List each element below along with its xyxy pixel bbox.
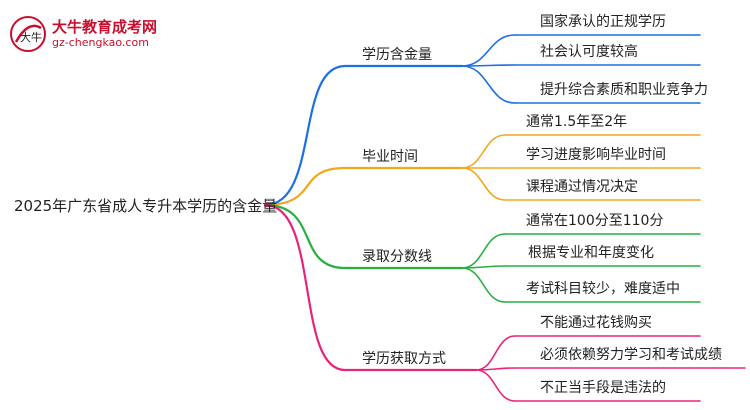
svg-text:大牛: 大牛: [20, 30, 42, 44]
logo-title: 大牛教育成考网: [52, 18, 158, 36]
leaf-label: 不正当手段是违法的: [540, 380, 666, 396]
leaf-connector: [461, 134, 506, 169]
leaf-connector: [461, 34, 516, 67]
branch-label: 录取分数线: [362, 249, 432, 265]
leaf-connector: [461, 65, 516, 104]
leaf-label: 国家承认的正规学历: [540, 14, 666, 30]
leaf-label: 学习进度影响毕业时间: [526, 147, 666, 163]
logo-url: gz-chengkao.com: [52, 36, 149, 49]
leaf-label: 通常在100分至110分: [526, 213, 664, 229]
leaf-connector: [461, 167, 506, 201]
branch-connector: [263, 64, 347, 207]
leaf-label: 考试科目较少，难度适中: [526, 281, 680, 297]
logo-mark-icon: 大牛: [10, 16, 46, 52]
branch-label: 学历含金量: [362, 47, 432, 63]
root-topic: 2025年广东省成人专升本学历的含金量: [14, 197, 278, 215]
branch-connector: [263, 166, 347, 207]
leaf-connector: [461, 267, 506, 303]
leaf-label: 根据专业和年度变化: [528, 245, 654, 261]
leaf-connector: [475, 335, 516, 371]
leaf-connector: [475, 369, 516, 402]
leaf-label: 通常1.5年至2年: [526, 114, 628, 130]
branch-label: 毕业时间: [362, 149, 418, 165]
leaf-label: 课程通过情况决定: [526, 179, 638, 195]
leaf-label: 提升综合素质和职业竞争力: [540, 82, 708, 98]
leaf-label: 社会认可度较高: [540, 44, 638, 60]
leaf-label: 不能通过花钱购买: [540, 315, 652, 331]
site-logo: 大牛 大牛教育成考网 gz-chengkao.com: [8, 14, 188, 54]
branch-connector: [263, 203, 347, 372]
leaf-label: 必须依赖努力学习和考试成绩: [540, 347, 722, 363]
leaf-connector: [461, 233, 506, 269]
branch-label: 学历获取方式: [362, 351, 446, 367]
branch-connector: [263, 203, 347, 270]
